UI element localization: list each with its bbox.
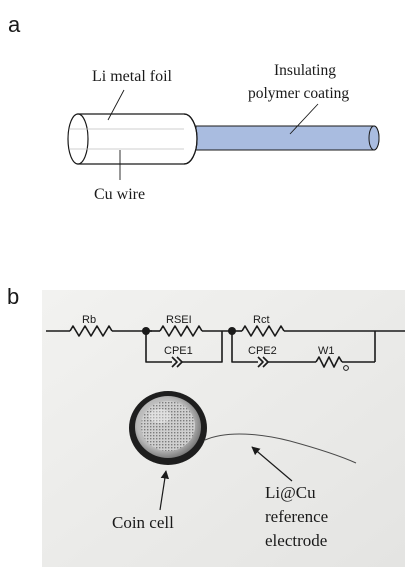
warburg-w1 (315, 356, 343, 368)
cpe2-label: CPE2 (248, 345, 277, 357)
cu-wire-label: Cu wire (94, 186, 145, 203)
panel-b: b (7, 284, 405, 567)
warburg-subscript-mark (343, 365, 349, 371)
electrode-drawing (67, 113, 380, 165)
li-foil-label: Li metal foil (92, 68, 173, 85)
circuit-wire (145, 331, 172, 363)
reference-label-line3: electrode (265, 531, 327, 550)
circuit-node (228, 327, 236, 335)
rb-label: Rb (82, 314, 96, 326)
cpe1-label: CPE1 (164, 345, 193, 357)
cpe1-symbol (171, 356, 178, 368)
coin-cell-highlight (149, 409, 171, 423)
coating-label-line1: Insulating (274, 62, 336, 79)
polymer-coating (195, 125, 380, 151)
li-foil-leader (107, 89, 125, 121)
reference-label-line1: Li@Cu (265, 483, 316, 502)
coating-leader (289, 103, 319, 135)
equivalent-circuit (46, 325, 405, 368)
cpe2-symbol (257, 356, 264, 368)
rct-label: Rct (253, 314, 270, 326)
panel-a: a Li metal foil Insulating polymer coati… (8, 12, 380, 203)
li-foil-front-face (67, 113, 89, 165)
wire-end-cap (368, 125, 380, 151)
reference-electrode-arrow (251, 446, 293, 482)
coin-cell-label: Coin cell (112, 513, 174, 532)
li-foil-cylinder (77, 113, 198, 165)
coin-cell-mesh (141, 401, 195, 451)
coin-cell (129, 391, 207, 465)
reference-label-line2: reference (265, 507, 328, 526)
resistor-rct (241, 325, 285, 337)
w1-label: W1 (318, 345, 335, 357)
circuit-wire (182, 331, 223, 363)
resistor-rsei (159, 325, 203, 337)
resistor-rb (69, 325, 113, 337)
rsei-label: RSEI (166, 314, 192, 326)
foil-back-rim (183, 113, 198, 165)
circuit-node (142, 327, 150, 335)
coating-label-line2: polymer coating (248, 85, 349, 102)
panel-b-label: b (7, 284, 19, 309)
reference-electrode-wire (204, 433, 357, 464)
circuit-wire (231, 331, 258, 363)
coin-cell-arrow (159, 470, 170, 511)
panel-a-label: a (8, 12, 21, 37)
